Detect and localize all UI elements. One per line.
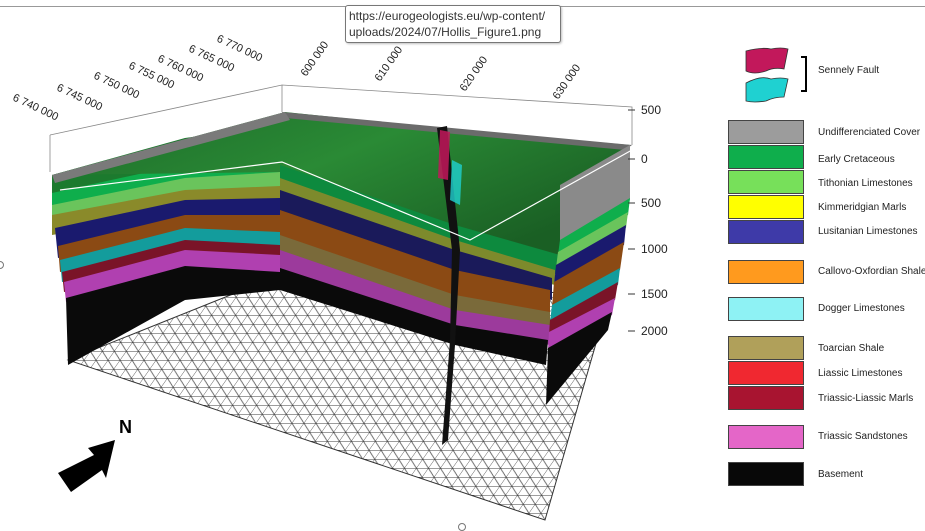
bounding-box bbox=[49, 84, 633, 172]
legend: Sennely Fault Undifferenciated Cover Ear… bbox=[726, 45, 925, 495]
legend-label: Undifferenciated Cover bbox=[818, 127, 921, 138]
depth-tick-label: 2000 bbox=[641, 324, 668, 338]
url-tooltip: https://eurogeologists.eu/wp-content/ up… bbox=[345, 5, 561, 43]
easting-tick-label: 610 000 bbox=[373, 44, 406, 83]
top-surface bbox=[52, 112, 632, 255]
legend-swatch-liassic-limestones bbox=[728, 361, 804, 385]
easting-tick-label: 630 000 bbox=[551, 62, 584, 101]
northing-tick-label: 6 750 000 bbox=[92, 70, 141, 102]
tooltip-line: uploads/2024/07/Hollis_Figure1.png bbox=[349, 25, 542, 39]
legend-swatch-triassic-liassic-marls bbox=[728, 386, 804, 410]
front-section bbox=[280, 165, 560, 365]
depth-axis bbox=[628, 109, 635, 332]
legend-swatch-dogger bbox=[728, 297, 804, 321]
legend-label: Liassic Limestones bbox=[818, 368, 903, 379]
depth-tick-label: 500 bbox=[641, 103, 661, 117]
resize-handle-bottom[interactable] bbox=[458, 523, 466, 531]
northing-tick-label: 6 745 000 bbox=[55, 82, 104, 114]
legend-swatch-undiff-cover bbox=[728, 120, 804, 144]
depth-tick-label: 1000 bbox=[641, 242, 668, 256]
easting-axis: 600 000 610 000 620 000 630 000 bbox=[299, 39, 584, 101]
geological-3d-model: 500 0 500 1000 1500 2000 6 740 000 6 745… bbox=[11, 33, 668, 521]
depth-tick-label: 1500 bbox=[641, 287, 668, 301]
legend-swatch-tithonian bbox=[728, 170, 804, 194]
legend-swatch-lusitanian bbox=[728, 220, 804, 244]
legend-label: Callovo-Oxfordian Shale bbox=[818, 266, 925, 277]
fault-legend-icon bbox=[745, 47, 807, 103]
fault-legend-label: Sennely Fault bbox=[818, 65, 880, 76]
right-section bbox=[546, 145, 630, 405]
legend-swatch-callovo-oxfordian bbox=[728, 260, 804, 284]
legend-label: Toarcian Shale bbox=[818, 343, 885, 354]
legend-swatch-basement bbox=[728, 462, 804, 486]
legend-label: Early Cretaceous bbox=[818, 154, 895, 165]
legend-label: Lusitanian Limestones bbox=[818, 226, 918, 237]
legend-label: Basement bbox=[818, 469, 864, 480]
legend-swatch-toarcian bbox=[728, 336, 804, 360]
legend-label: Triassic Sandstones bbox=[818, 431, 908, 442]
northing-axis: 6 740 000 6 745 000 6 750 000 6 755 000 … bbox=[11, 33, 264, 124]
tooltip-line: https://eurogeologists.eu/wp-content/ bbox=[349, 9, 546, 23]
legend-label: Triassic-Liassic Marls bbox=[818, 393, 914, 404]
depth-tick-label: 500 bbox=[641, 196, 661, 210]
sennely-fault-plane bbox=[437, 126, 462, 445]
depth-tick-label: 0 bbox=[641, 152, 648, 166]
legend-swatch-kimmeridgian bbox=[728, 195, 804, 219]
legend-label: Kimmeridgian Marls bbox=[818, 202, 907, 213]
easting-tick-label: 600 000 bbox=[299, 39, 332, 78]
sea-level-line bbox=[59, 149, 633, 241]
easting-tick-label: 620 000 bbox=[458, 54, 491, 93]
legend-swatch-triassic-sandstones bbox=[728, 425, 804, 449]
north-arrow: N bbox=[58, 417, 132, 492]
northing-tick-label: 6 740 000 bbox=[11, 92, 60, 124]
legend-label: Dogger Limestones bbox=[818, 303, 905, 314]
legend-label: Tithonian Limestones bbox=[818, 178, 913, 189]
legend-swatch-early-cretaceous bbox=[728, 145, 804, 169]
north-label: N bbox=[119, 417, 132, 437]
